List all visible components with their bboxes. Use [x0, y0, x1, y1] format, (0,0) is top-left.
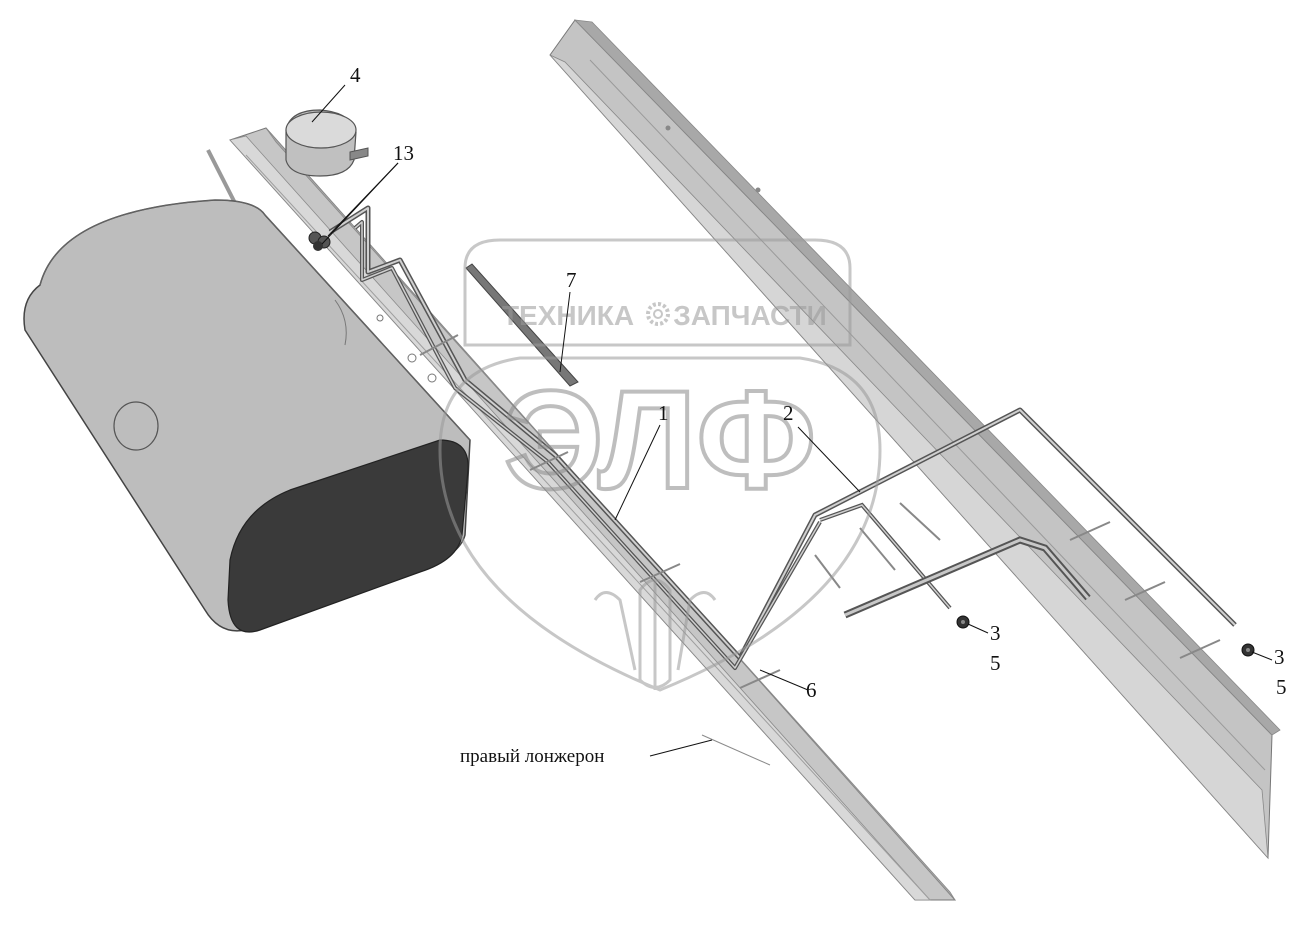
- reservoir-part-4: [285, 109, 369, 177]
- watermark: ТЕХНИКА ЗАПЧАСТИ ЭЛФ: [438, 238, 882, 692]
- gear-icon: [646, 302, 670, 326]
- callout-5-left: 5: [990, 651, 1001, 675]
- rail-caption: правый лонжерон: [460, 746, 604, 767]
- bolt-part-3a: [956, 615, 970, 629]
- bar-part-7: [465, 263, 579, 387]
- pipe-part-1: [328, 205, 1237, 670]
- fuel-tank: [23, 199, 471, 633]
- callout-5-right: 5: [1276, 675, 1287, 699]
- leader-lines: [311, 84, 1273, 757]
- callout-1: 1: [658, 401, 669, 425]
- callout-3-left: 3: [990, 621, 1001, 645]
- bolt-part-3b: [1241, 643, 1255, 657]
- callout-2: 2: [783, 401, 794, 425]
- callout-7: 7: [566, 268, 577, 292]
- callout-3-right: 3: [1274, 645, 1285, 669]
- left-side-rail: [549, 19, 1281, 860]
- watermark-logo: ЭЛФ: [504, 361, 816, 518]
- clamps-part-6: [419, 334, 1221, 689]
- wheat-emblem: [593, 578, 717, 690]
- pipe-part-2: [819, 502, 952, 610]
- callout-6: 6: [806, 678, 817, 702]
- callout-4: 4: [350, 63, 361, 87]
- bracket: [843, 536, 1091, 619]
- callout-13: 13: [393, 141, 414, 165]
- small-rod: [206, 149, 238, 206]
- watermark-text-right: ЗАПЧАСТИ: [673, 300, 826, 331]
